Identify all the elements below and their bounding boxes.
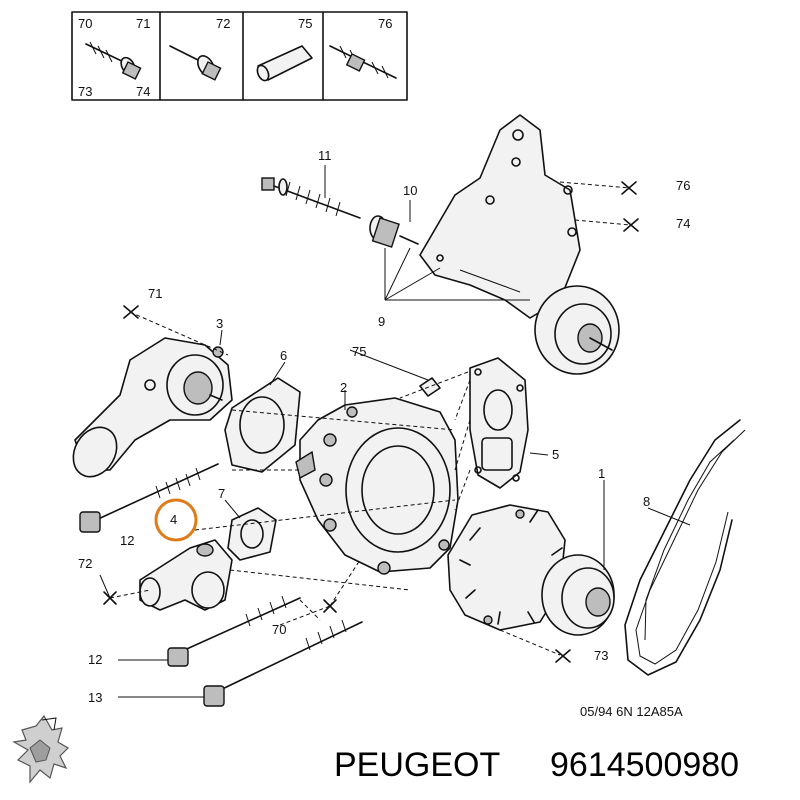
inset-label-73: 73 — [78, 84, 92, 99]
callout-3: 3 — [216, 316, 223, 331]
tensioner-bracket — [419, 114, 620, 375]
stud-icon — [329, 45, 397, 79]
callout-4: 4 — [170, 512, 177, 527]
inset-label-75: 75 — [298, 16, 312, 31]
dowel-pin-icon — [256, 45, 313, 82]
inset-label-76: 76 — [378, 16, 392, 31]
pump-housing — [295, 397, 459, 575]
callout-9: 9 — [378, 314, 385, 329]
callout-76: 76 — [676, 178, 690, 193]
drive-belt — [624, 419, 746, 676]
callout-74: 74 — [676, 216, 690, 231]
callout-72: 72 — [78, 556, 92, 571]
bolt-12-lower — [167, 595, 301, 667]
bolt-washer-icon — [85, 41, 142, 80]
diagram-code: 05/94 6N 12A85A — [580, 704, 683, 719]
inset-label-70: 70 — [78, 16, 92, 31]
callout-70: 70 — [272, 622, 286, 637]
elbow-gasket — [227, 507, 277, 561]
pump-gasket — [469, 357, 529, 489]
inset-label-71: 71 — [136, 16, 150, 31]
callout-71: 71 — [148, 286, 162, 301]
bolt-12-upper — [79, 463, 219, 533]
bolt-13 — [203, 619, 363, 707]
inset-frame — [71, 11, 408, 101]
inset-label-74: 74 — [136, 84, 150, 99]
part-number: 9614500980 — [550, 746, 739, 784]
adjuster-bolt — [261, 177, 361, 219]
callout-2: 2 — [340, 380, 347, 395]
callout-8: 8 — [643, 494, 650, 509]
peugeot-lion-logo-icon — [12, 714, 69, 784]
callout-5: 5 — [552, 447, 559, 462]
callout-1: 1 — [598, 466, 605, 481]
housing-gasket — [224, 377, 301, 473]
callout-75: 75 — [352, 344, 366, 359]
callout-10: 10 — [403, 183, 417, 198]
flange-bolt-icon — [169, 45, 222, 81]
outlet-elbow — [139, 539, 233, 611]
brand-name: PEUGEOT — [334, 746, 500, 784]
thermostat-housing — [72, 337, 233, 478]
adjuster-nut — [369, 215, 419, 248]
callout-13: 13 — [88, 690, 102, 705]
callout-7: 7 — [218, 486, 225, 501]
inset-label-72: 72 — [216, 16, 230, 31]
dowel-pin — [419, 377, 441, 397]
leader-lines — [99, 165, 691, 698]
inset-table: 70 71 73 74 72 75 76 — [71, 11, 408, 101]
callout-12-lower: 12 — [88, 652, 102, 667]
water-pump — [447, 504, 615, 636]
cross-markers — [103, 181, 639, 663]
callout-12-upper: 12 — [120, 533, 134, 548]
callout-6: 6 — [280, 348, 287, 363]
callout-11: 11 — [318, 148, 332, 163]
highlight-circle — [154, 498, 198, 542]
callout-73: 73 — [594, 648, 608, 663]
